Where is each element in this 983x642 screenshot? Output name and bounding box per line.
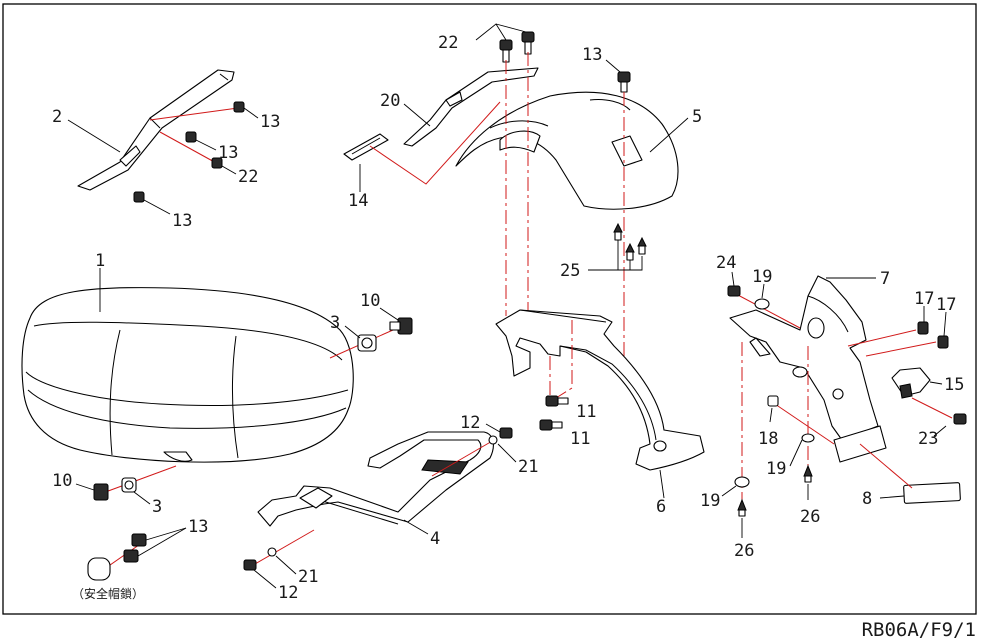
callout-11b: 11	[570, 429, 590, 449]
callout-21a-leader	[497, 443, 517, 463]
callout-1: 1	[95, 251, 105, 271]
callout-23: 23	[918, 429, 938, 449]
callout-25-leader	[588, 256, 643, 271]
callout-12b-leader	[253, 569, 277, 589]
callout-25: 25	[560, 261, 580, 281]
callout-19a: 19	[752, 267, 772, 287]
reflector-part	[833, 425, 961, 504]
callout-24-leader	[731, 271, 735, 287]
callout-26b: 26	[734, 541, 754, 561]
bolts-17	[847, 321, 949, 357]
callout-21b-leader	[275, 555, 297, 575]
callout-8-leader	[879, 495, 905, 499]
drawing-code: RB06A/F9/1	[862, 619, 976, 641]
fender-stay-part	[495, 309, 705, 471]
callout-13e-leader	[145, 527, 187, 541]
callout-13c: 13	[172, 211, 192, 231]
callout-13c-leader	[143, 199, 171, 215]
bracket-bolts	[133, 101, 245, 203]
callout-19b: 19	[766, 459, 786, 479]
callout-21a: 21	[518, 457, 538, 477]
seat-bolt-lower	[93, 465, 177, 501]
helmet-lock-part	[87, 533, 147, 581]
callout-21b: 21	[298, 567, 318, 587]
callout-17b-leader	[943, 311, 947, 337]
callout-6-leader	[659, 469, 665, 499]
callout-14: 14	[348, 191, 368, 211]
callout-19a-leader	[761, 283, 765, 299]
rear-bracket-part	[77, 69, 235, 191]
drawing-border	[2, 3, 977, 615]
callout-22b-leader	[475, 23, 507, 41]
callout-20-leader	[403, 103, 431, 127]
callout-4: 4	[430, 529, 440, 549]
screw-23	[911, 397, 967, 425]
callout-22a: 22	[238, 167, 258, 187]
fender-bolt-13	[617, 71, 631, 93]
plate-hardware-left	[727, 285, 835, 517]
callout-18-leader	[769, 407, 773, 423]
callout-12a: 12	[460, 413, 480, 433]
callout-23-leader	[933, 425, 947, 437]
callout-10a: 10	[360, 291, 380, 311]
rail-bolts-12-21	[243, 427, 513, 571]
callout-17a: 17	[914, 289, 934, 309]
plate-light-part	[891, 367, 931, 399]
bolts-22-top	[499, 31, 535, 63]
bolts-11	[539, 320, 573, 431]
callout-13d-leader	[605, 59, 621, 73]
callout-13e: 13	[188, 517, 208, 537]
callout-13a-leader	[243, 107, 259, 119]
seat-bolt-upper	[329, 317, 413, 359]
callout-24: 24	[716, 253, 736, 273]
callout-10b-leader	[75, 483, 95, 491]
callout-22b: 22	[438, 33, 458, 53]
license-bracket-part	[729, 275, 879, 441]
callout-7: 7	[880, 269, 890, 289]
callout-15-leader	[929, 381, 943, 385]
callout-13d: 13	[582, 45, 602, 65]
callout-17b: 17	[936, 295, 956, 315]
callout-18: 18	[758, 429, 778, 449]
callout-20: 20	[380, 91, 400, 111]
callout-15: 15	[944, 375, 964, 395]
helmet-lock-caption: （安全帽鎖）	[72, 586, 144, 601]
callout-3a: 3	[330, 313, 340, 333]
callout-3b-leader	[133, 491, 151, 505]
callout-10b: 10	[52, 471, 72, 491]
callout-13b-leader	[195, 139, 217, 151]
grab-rail-part	[257, 431, 494, 527]
callout-3b: 3	[152, 497, 162, 517]
callout-11a: 11	[576, 402, 596, 422]
callout-12a-leader	[485, 423, 501, 433]
callout-13a: 13	[260, 112, 280, 132]
callout-5-leader	[649, 117, 689, 153]
callout-4-leader	[403, 519, 429, 535]
callout-19c: 19	[700, 491, 720, 511]
callout-22a-leader	[221, 165, 237, 175]
bolts-25	[613, 222, 647, 261]
seat-part	[21, 287, 354, 463]
callout-6: 6	[656, 497, 666, 517]
callout-2: 2	[52, 107, 62, 127]
callout-13b: 13	[218, 143, 238, 163]
callout-12b: 12	[278, 583, 298, 603]
rear-fender-part	[455, 91, 679, 210]
callout-19b-leader	[789, 439, 803, 467]
pad-part-14	[343, 133, 389, 161]
callout-2-leader	[67, 119, 121, 153]
callout-10a-leader	[379, 307, 399, 321]
callout-26a: 26	[800, 507, 820, 527]
callout-19c-leader	[721, 485, 737, 497]
bracket-part-20	[403, 67, 539, 147]
callout-3a-leader	[344, 325, 361, 339]
callout-5: 5	[692, 107, 702, 127]
callout-8: 8	[862, 489, 872, 509]
